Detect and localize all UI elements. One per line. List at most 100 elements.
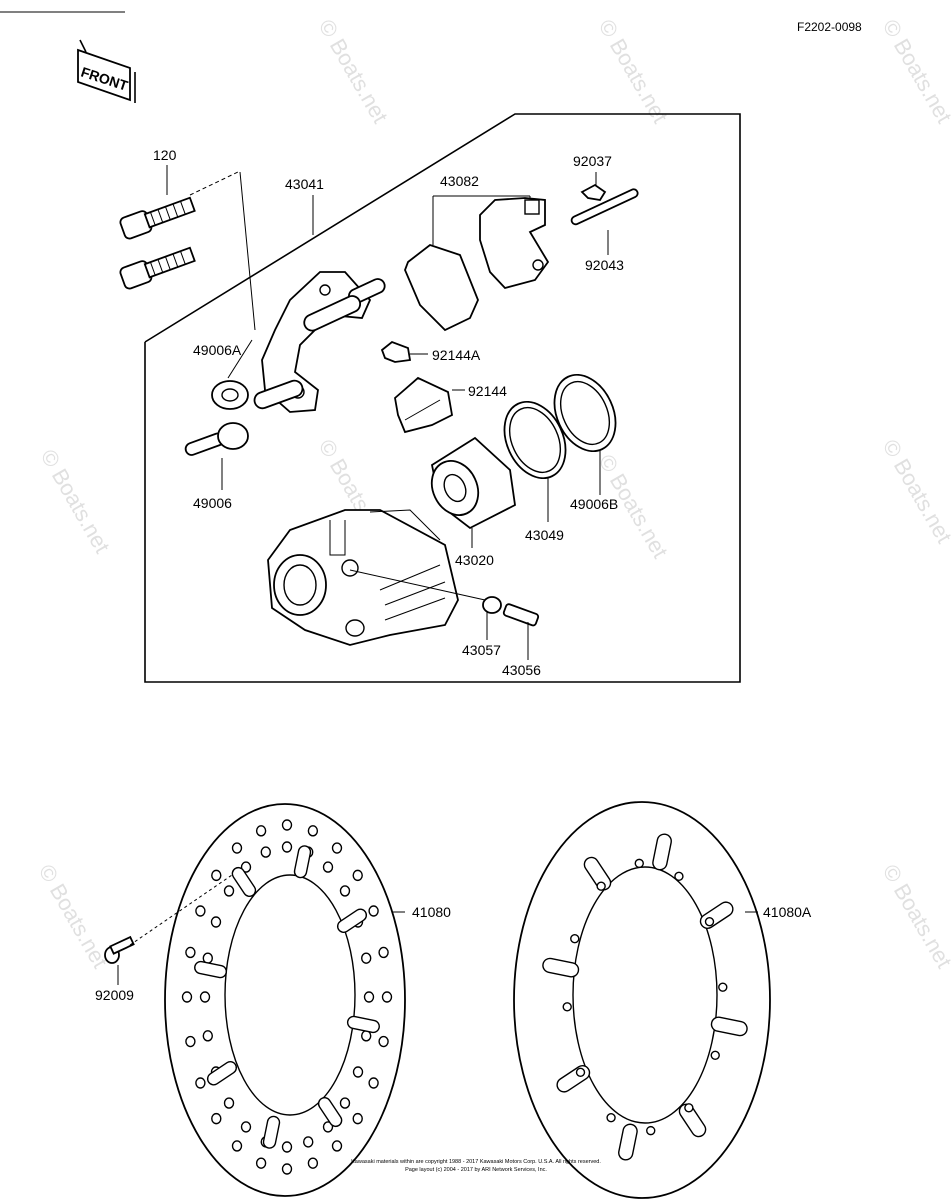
brake-disc-41080A xyxy=(513,801,771,1199)
disc-hole xyxy=(185,1035,196,1048)
part-label-49006B: 49006B xyxy=(570,496,618,512)
disc-hole xyxy=(281,841,293,853)
pin-clip-92037 xyxy=(580,172,607,201)
watermark-text: © Boats.net xyxy=(878,435,952,547)
disc-hole xyxy=(381,991,393,1003)
disc-hole xyxy=(378,1035,389,1048)
disc-hole xyxy=(240,861,252,873)
disc-hole xyxy=(195,905,206,917)
disc-slot xyxy=(678,1103,707,1138)
pad-pin-92043 xyxy=(570,188,639,255)
part-label-120: 120 xyxy=(153,147,177,163)
disc-hole xyxy=(181,991,193,1003)
disc-hole xyxy=(195,1077,206,1089)
disc-slot xyxy=(346,1015,380,1034)
watermark-text: © Boats.net xyxy=(878,860,952,972)
disc-hole xyxy=(240,1121,252,1133)
disc-hole xyxy=(352,1112,363,1125)
part-label-92144A: 92144A xyxy=(432,347,481,363)
disc-hole xyxy=(674,871,684,882)
disc-hole xyxy=(281,1141,293,1153)
disc-hole xyxy=(634,858,644,869)
disc-screw-92009 xyxy=(104,874,233,985)
brake-disc-41080 xyxy=(164,803,406,1197)
disc-slot xyxy=(542,957,580,978)
disc-hole xyxy=(562,1002,572,1012)
disc-slot xyxy=(652,833,672,871)
slide-pin-49006 xyxy=(184,422,249,490)
disc-hole xyxy=(331,1140,343,1152)
disc-slot xyxy=(336,908,368,933)
disc-hole xyxy=(339,1097,351,1109)
part-label-92043: 92043 xyxy=(585,257,624,273)
copyright-line: Page layout (c) 2004 - 2017 by ARI Netwo… xyxy=(405,1167,547,1173)
part-label-41080: 41080 xyxy=(412,904,451,920)
disc-slot xyxy=(293,845,312,879)
disc-slot xyxy=(231,866,257,898)
watermark-text: © Boats.net xyxy=(594,15,673,127)
part-label-43056: 43056 xyxy=(502,662,541,678)
disc-slot xyxy=(583,856,612,891)
dust-seal-49006B xyxy=(553,373,617,495)
dust-boot-49006A xyxy=(211,339,253,410)
disc-hole xyxy=(710,1050,720,1060)
watermark-text: © Boats.net xyxy=(314,15,393,127)
disc-hole xyxy=(596,881,606,891)
anti-rattle-spring-92144 xyxy=(394,376,465,434)
disc-hole xyxy=(575,1067,586,1078)
disc-holes xyxy=(181,819,393,1175)
bolt-120 xyxy=(119,165,256,331)
disc-hole xyxy=(606,1112,616,1123)
disc-hole xyxy=(322,861,334,873)
disc-hole xyxy=(255,1157,267,1169)
part-label-43041: 43041 xyxy=(285,176,324,192)
disc-hole xyxy=(303,1136,314,1148)
disc-hole xyxy=(352,869,363,882)
disc-slot xyxy=(618,1123,638,1161)
disc-slot xyxy=(710,1016,748,1037)
disc-hole xyxy=(684,1103,694,1113)
front-direction-badge: FRONT xyxy=(77,39,136,103)
disc-hole xyxy=(281,819,293,831)
copyright-line: Kawasaki materials within are copyright … xyxy=(351,1159,601,1165)
part-label-92144: 92144 xyxy=(468,383,507,399)
watermark-text: © Boats.net xyxy=(878,15,952,127)
disc-hole xyxy=(368,905,379,917)
part-label-43082: 43082 xyxy=(440,173,479,189)
caliper-bracket-43041 xyxy=(253,195,386,413)
diagram-code: F2202-0098 xyxy=(797,20,862,34)
disc-hole xyxy=(185,946,196,959)
caliper-body xyxy=(267,509,486,646)
disc-hole xyxy=(704,916,715,927)
bleeder-cap-43057 xyxy=(482,596,502,640)
disc-hole xyxy=(307,825,319,837)
disc-hole xyxy=(223,885,235,897)
disc-slots xyxy=(542,833,748,1161)
disc-hole xyxy=(210,916,222,928)
piston-seal-43049 xyxy=(503,400,567,522)
disc-hole xyxy=(260,846,271,858)
disc-hole xyxy=(646,1125,656,1136)
disc-hole xyxy=(368,1077,379,1089)
part-label-49006A: 49006A xyxy=(193,342,242,358)
part-label-43057: 43057 xyxy=(462,642,501,658)
disc-hole xyxy=(363,991,375,1003)
disc-hole xyxy=(255,825,267,837)
disc-hole xyxy=(211,869,222,882)
disc-hole xyxy=(352,1066,364,1078)
disc-hole xyxy=(339,885,351,897)
disc-slot xyxy=(262,1115,281,1149)
disc-hole xyxy=(307,1157,319,1169)
disc-slot xyxy=(206,1061,238,1086)
part-label-49006: 49006 xyxy=(193,495,232,511)
disc-hole xyxy=(378,946,389,959)
watermark-text: © Boats.net xyxy=(34,860,113,972)
part-label-41080A: 41080A xyxy=(763,904,812,920)
disc-hole xyxy=(211,1112,222,1125)
part-label-92009: 92009 xyxy=(95,987,134,1003)
disc-hole xyxy=(322,1121,334,1133)
part-label-43049: 43049 xyxy=(525,527,564,543)
disc-hole xyxy=(223,1097,235,1109)
anti-rattle-spring-92144A xyxy=(380,340,428,363)
